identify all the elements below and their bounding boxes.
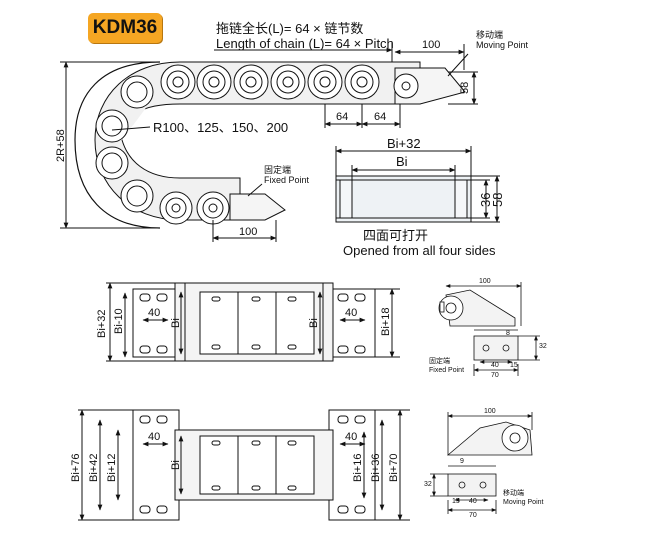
fixed-end-bracket <box>229 193 286 221</box>
fb-caption-cn: 固定端 <box>429 358 450 365</box>
dim-58-moving: 58 <box>459 81 471 94</box>
plan-view-2 <box>78 409 410 521</box>
fb-dim-100: 100 <box>479 278 491 285</box>
pv1-dim-40-right: 40 <box>345 307 358 319</box>
pv1-bi-minus-10: Bi-10 <box>113 308 125 334</box>
fixed-point-cn: 固定端 <box>264 165 292 175</box>
mb-dim-70: 70 <box>469 512 477 519</box>
mb-dim-32: 32 <box>424 481 432 488</box>
pv1-bi-plus-32: Bi+32 <box>96 309 108 338</box>
model-badge: KDM36 <box>88 13 162 43</box>
pv2-bi-plus-16: Bi+16 <box>352 453 364 482</box>
pv2-bi-plus-70: Bi+70 <box>388 453 400 482</box>
open-caption-en: Opened from all four sides <box>343 243 496 258</box>
fb-dim-40: 40 <box>491 362 499 369</box>
plan-view-1 <box>106 282 400 362</box>
pv1-bi-center: Bi <box>170 318 182 328</box>
pv2-dim-40-left: 40 <box>148 431 161 443</box>
cross-section-view <box>335 146 500 223</box>
fb-dim-70: 70 <box>491 372 499 379</box>
chain-length-formula-en: Length of chain (L)= 64 × Pitch <box>216 36 394 51</box>
fixed-point-en: Fixed Point <box>264 175 310 185</box>
pv2-bi-plus-76: Bi+76 <box>70 453 82 482</box>
moving-bracket-detail <box>430 412 533 514</box>
dim-100-moving: 100 <box>422 39 441 51</box>
pv1-dim-40-left: 40 <box>148 307 161 319</box>
mb-dim-9: 9 <box>460 458 464 465</box>
pv2-dim-40-right: 40 <box>345 431 358 443</box>
mb-caption-cn: 移动端 <box>503 490 524 497</box>
mb-dim-40: 40 <box>469 498 477 505</box>
mb-caption-en: Moving Point <box>503 499 544 506</box>
open-caption-cn: 四面可打开 <box>363 228 429 243</box>
fb-dim-32: 32 <box>539 343 547 350</box>
dim-bi: Bi <box>396 154 408 169</box>
dim-2r-plus-58: 2R+58 <box>55 129 67 162</box>
pv2-bi-plus-12: Bi+12 <box>106 453 118 482</box>
chain-side-view <box>60 42 478 242</box>
dim-100-fixed: 100 <box>239 226 258 238</box>
pv2-bi-plus-42: Bi+42 <box>88 453 100 482</box>
fixed-bracket-detail <box>438 282 540 376</box>
moving-point-en: Moving Point <box>476 40 529 50</box>
fb-dim-15: 15 <box>510 362 518 369</box>
mb-dim-100: 100 <box>484 408 496 415</box>
moving-point-cn: 移动端 <box>476 30 504 40</box>
chain-length-formula-cn: 拖链全长(L)= 64 × 链节数 <box>216 21 364 36</box>
upper-chain-links <box>160 64 380 100</box>
fb-dim-8: 8 <box>506 330 510 337</box>
mb-dim-15: 15 <box>452 498 460 505</box>
dim-pitch-64-a: 64 <box>336 111 349 123</box>
pv1-bi-right: Bi <box>308 318 320 328</box>
lower-chain-links <box>159 191 230 225</box>
pv1-bi-plus-18: Bi+18 <box>380 307 392 336</box>
fb-caption-en: Fixed Point <box>429 367 465 374</box>
dim-58: 58 <box>490 192 505 207</box>
bend-chain-links <box>95 75 154 213</box>
bend-radius-options: R100、125、150、200 <box>153 120 289 135</box>
pv2-bi-plus-36: Bi+36 <box>370 453 382 482</box>
pv2-bi-center: Bi <box>170 460 182 470</box>
dim-bi-plus-32: Bi+32 <box>387 136 421 151</box>
dim-pitch-64-b: 64 <box>374 111 387 123</box>
